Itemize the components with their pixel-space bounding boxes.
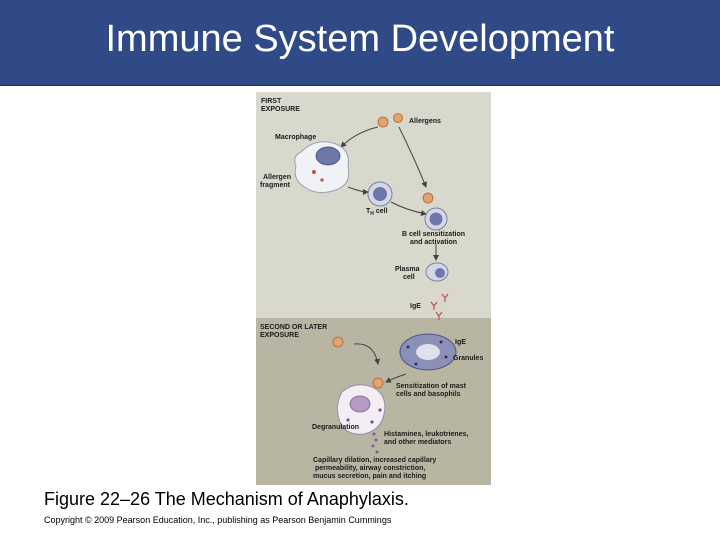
slide-title: Immune System Development — [105, 18, 615, 60]
second-exposure-label-1: SECOND OR LATER — [260, 324, 327, 331]
b-cell-label-2: and activation — [410, 239, 457, 246]
arrow-th-to-bcell — [390, 201, 427, 216]
degranulation-label: Degranulation — [312, 424, 359, 431]
mediator-stream — [371, 432, 379, 454]
mediators-label-2: and other mediators — [384, 439, 451, 446]
macrophage-label: Macrophage — [275, 134, 316, 141]
arrow-allergen-to-bcell — [398, 126, 427, 188]
th-cell-label: TH cell — [366, 208, 388, 217]
allergens-label: Allergens — [409, 118, 441, 125]
second-exposure-label-2: EXPOSURE — [260, 332, 299, 339]
allergen-particles-second — [332, 336, 344, 348]
degranulating-cell — [336, 377, 386, 435]
th-cell — [367, 181, 393, 207]
sensitization-label-1: Sensitization of mast — [396, 383, 467, 390]
first-exposure-label-1: FIRST — [261, 98, 282, 105]
b-cell — [422, 192, 448, 231]
allergen-fragment-label-1: Allergen — [263, 174, 291, 181]
effects-label-3: mucus secretion, pain and itching — [313, 473, 426, 480]
b-cell-label-1: B cell sensitization — [402, 231, 465, 238]
plasma-cell-label-1: Plasma — [395, 266, 420, 273]
plasma-cell — [425, 262, 449, 282]
mast-cell — [399, 333, 457, 371]
allergen-fragment-label-2: fragment — [260, 182, 291, 189]
arrow-mastcell-to-degranulation — [385, 373, 407, 383]
arrow-allergen-to-macrophage — [340, 126, 379, 148]
title-bar: Immune System Development — [0, 0, 720, 86]
ige-antibodies — [430, 293, 449, 320]
figure-caption: Figure 22–26 The Mechanism of Anaphylaxi… — [44, 489, 409, 509]
macrophage-cell — [294, 141, 350, 194]
ige-label-first: IgE — [410, 303, 421, 310]
anaphylaxis-diagram: FIRST EXPOSURE Allergens Macrophage Alle… — [256, 92, 491, 485]
ige-label-second: IgE — [455, 339, 466, 346]
arrow-allergen-to-mastcell — [353, 343, 381, 365]
arrow-fragment-to-th — [347, 186, 369, 195]
plasma-cell-label-2: cell — [403, 274, 415, 281]
granules-label: Granules — [453, 355, 483, 362]
copyright-notice: Copyright © 2009 Pearson Education, Inc.… — [44, 515, 392, 525]
effects-label-1: Capillary dilation, increased capillary — [313, 457, 436, 464]
mediators-label-1: Histamines, leukotrienes, — [384, 431, 468, 438]
first-exposure-label-2: EXPOSURE — [261, 106, 300, 113]
allergen-particles — [377, 113, 403, 128]
effects-label-2: permeability, airway constriction, — [315, 465, 425, 472]
first-exposure-panel — [256, 92, 491, 318]
sensitization-label-2: cells and basophils — [396, 391, 461, 398]
